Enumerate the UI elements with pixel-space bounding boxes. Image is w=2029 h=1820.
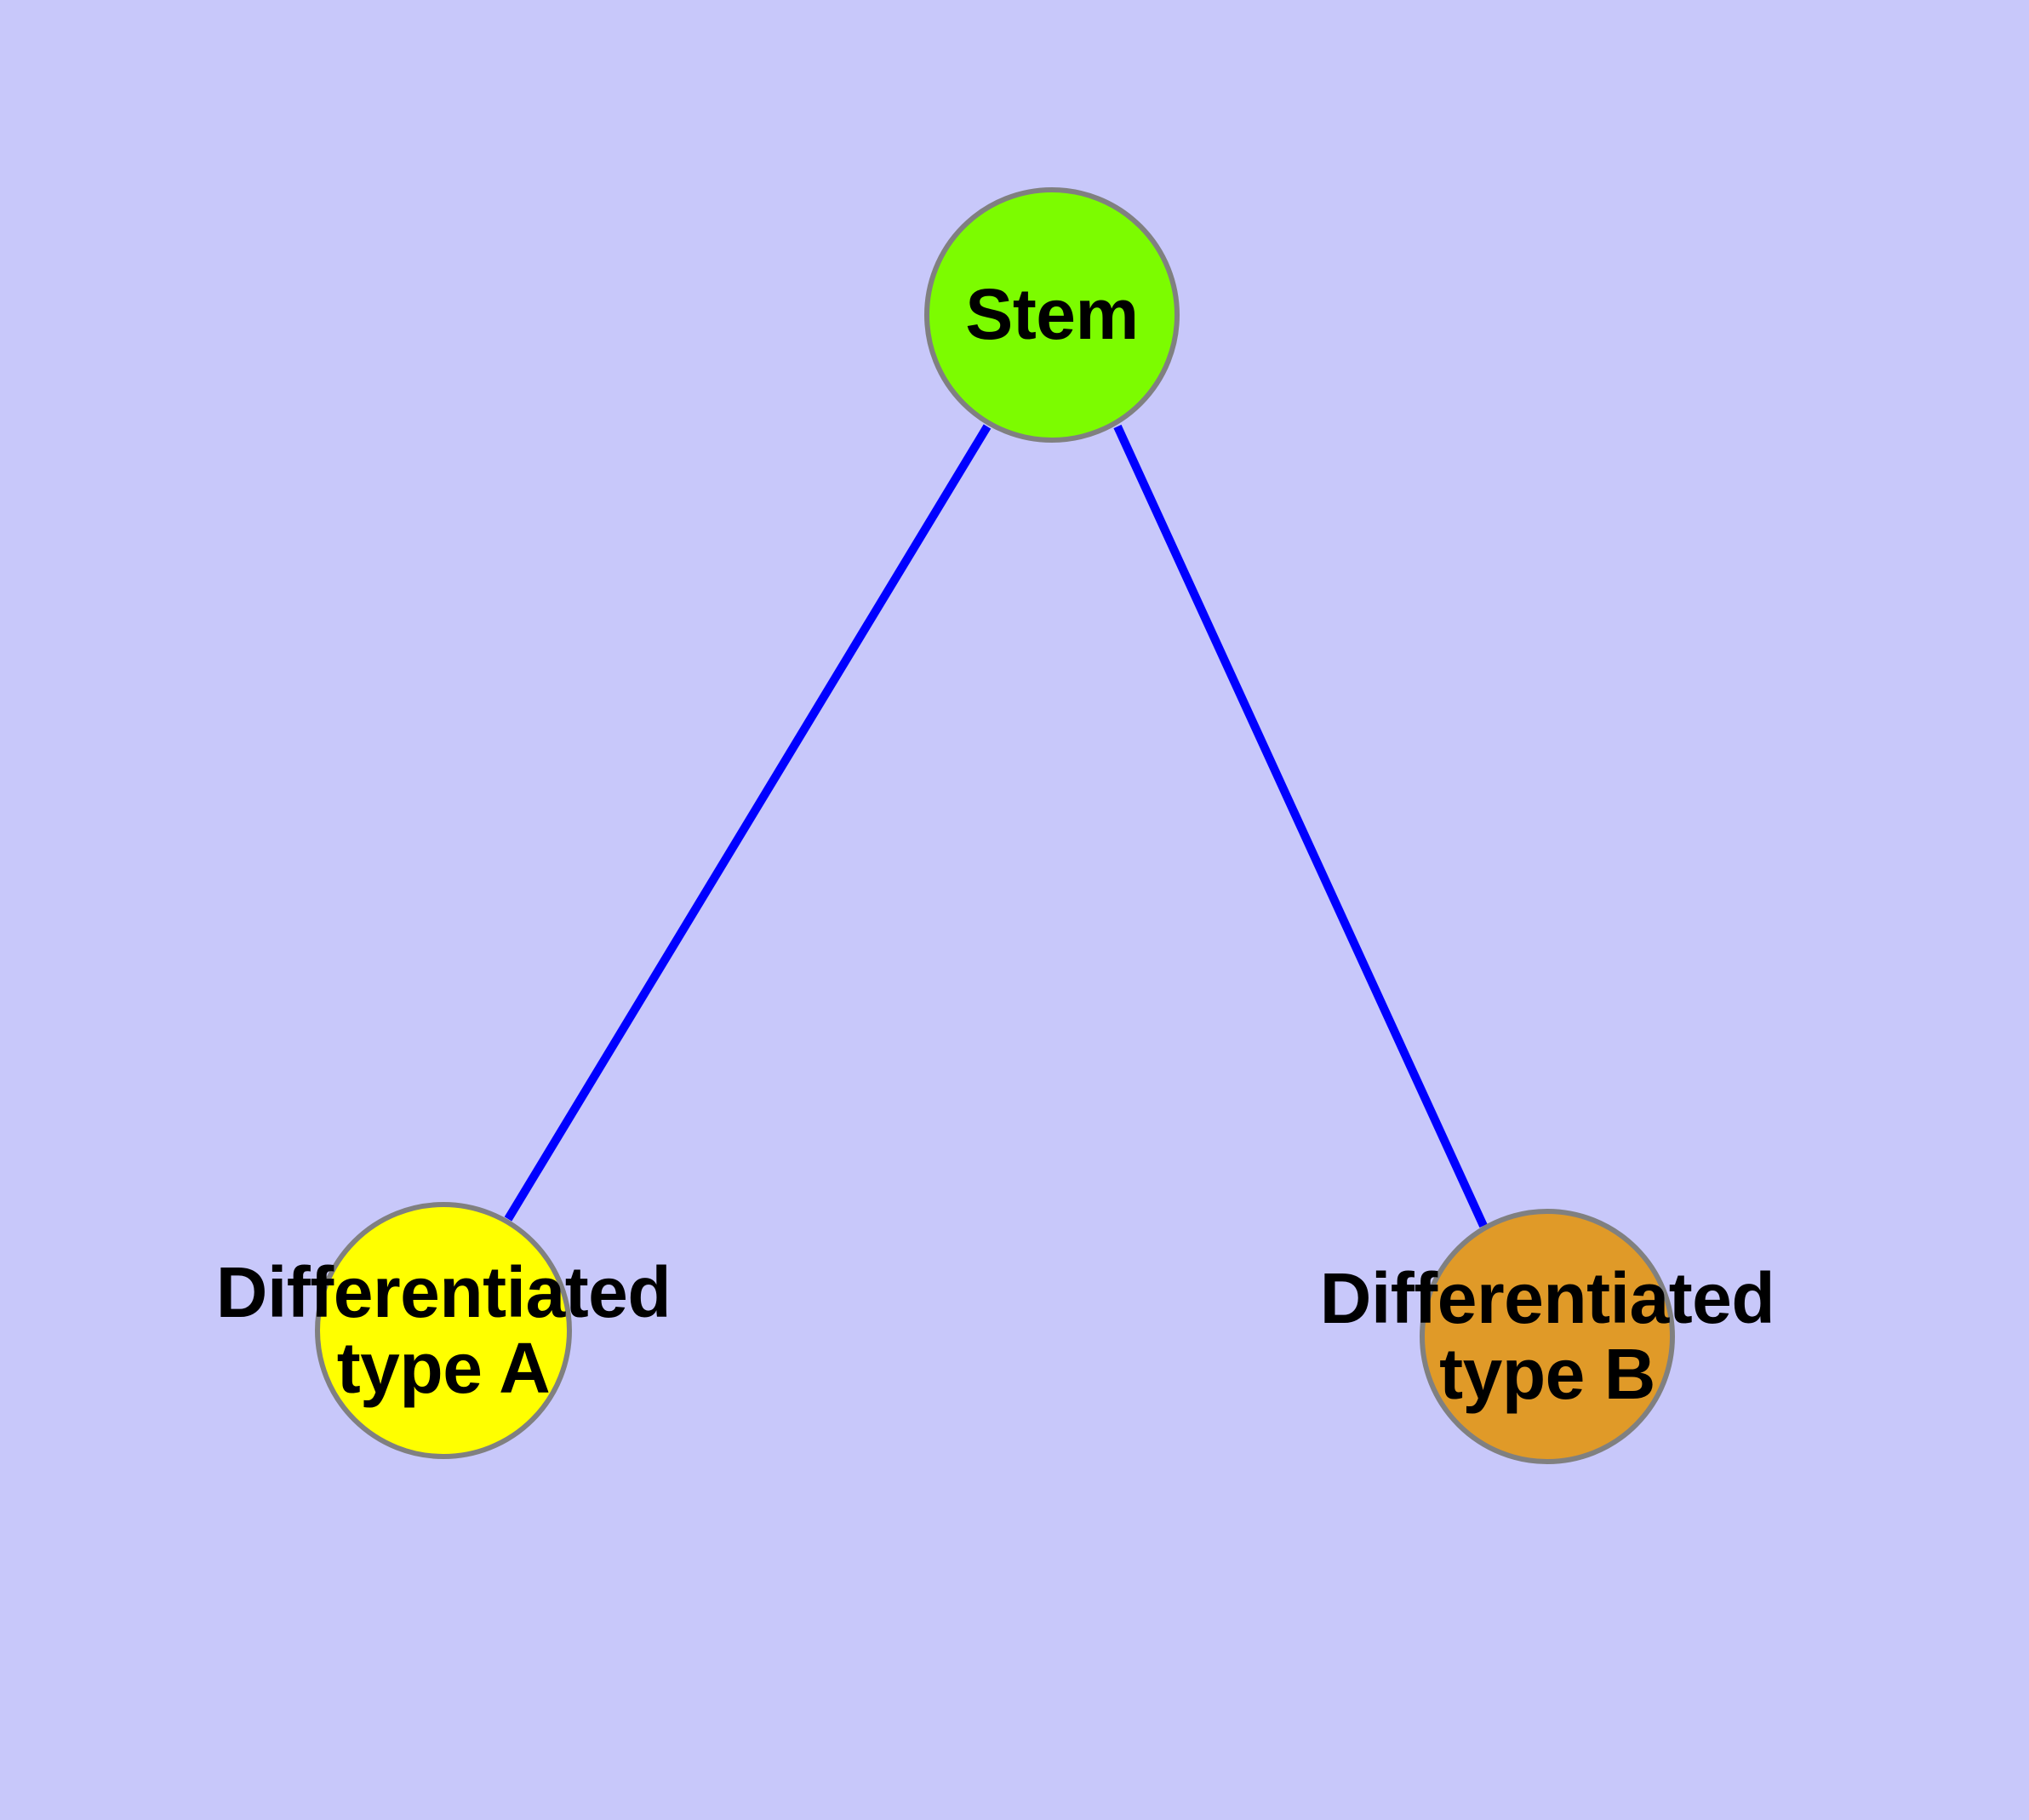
node-differentiated-type-a[interactable] <box>315 1202 572 1459</box>
node-stem[interactable] <box>924 187 1180 443</box>
edge-stem-to-differentiated-type-a <box>504 424 992 1222</box>
node-differentiated-type-b[interactable] <box>1420 1209 1675 1464</box>
edge-stem-to-differentiated-type-b <box>1113 424 1488 1228</box>
